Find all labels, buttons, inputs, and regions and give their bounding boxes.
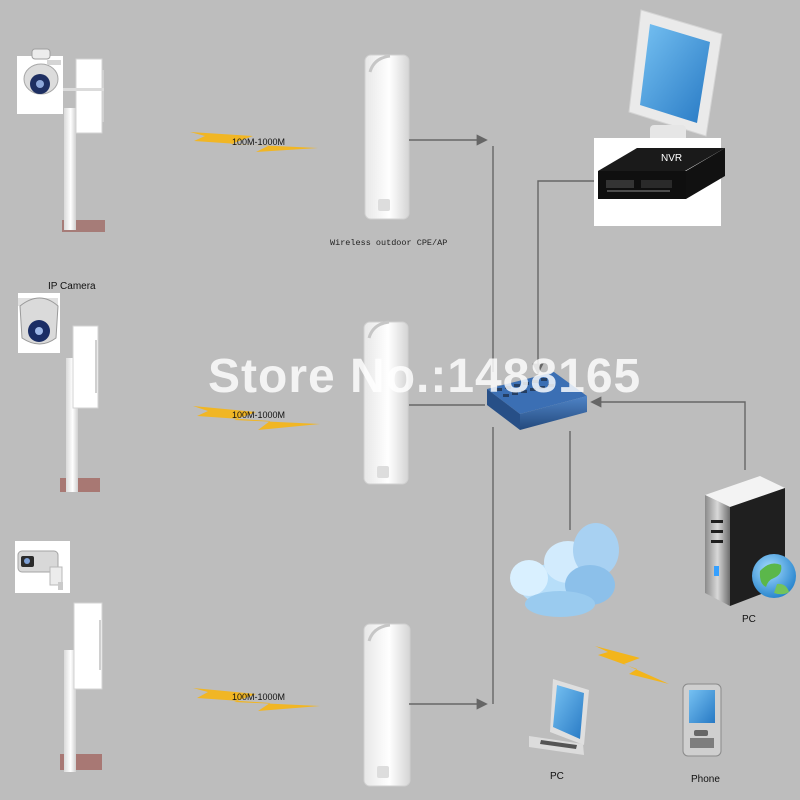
camera-pole-middle [18,293,100,492]
monitor-icon [628,9,723,143]
lightning-link-bottom: 100M-1000M [193,688,320,711]
server-icon [705,476,785,606]
speed-label-middle: 100M-1000M [232,410,285,420]
phone-icon [682,683,722,757]
cpe-label: Wireless outdoor CPE/AP [330,238,447,248]
outdoor-cpe-icon [363,623,411,787]
ip-camera-label: IP Camera [48,281,96,292]
outdoor-cpe-icon [363,320,409,485]
cloud-icon [510,523,619,617]
lightning-icon [595,646,669,684]
lightning-link-middle: 100M-1000M [193,406,320,430]
camera-pole-top [17,48,105,232]
globe-icon [752,554,796,598]
laptop-icon [529,679,589,755]
lightning-icon [190,132,318,152]
store-watermark: Store No.:1488165 [208,350,641,403]
phone-label: Phone [691,774,720,785]
network-switch-icon [487,372,587,430]
speed-label-bottom: 100M-1000M [232,692,285,702]
dome-camera-icon [18,293,60,353]
lightning-icon [193,688,320,711]
nvr-icon: NVR [594,138,725,226]
connection-lines [409,134,746,710]
lightning-link-top: 100M-1000M [190,132,318,152]
nvr-label: NVR [661,153,682,164]
lightning-icon [193,406,320,430]
outdoor-cpe-icon [364,54,410,220]
pc-right-label: PC [742,614,756,625]
camera-pole-bottom [15,541,103,772]
ptz-camera-icon [17,48,63,114]
speed-label-top: 100M-1000M [232,137,285,147]
bullet-camera-icon [15,541,70,593]
pc-laptop-label: PC [550,771,564,782]
